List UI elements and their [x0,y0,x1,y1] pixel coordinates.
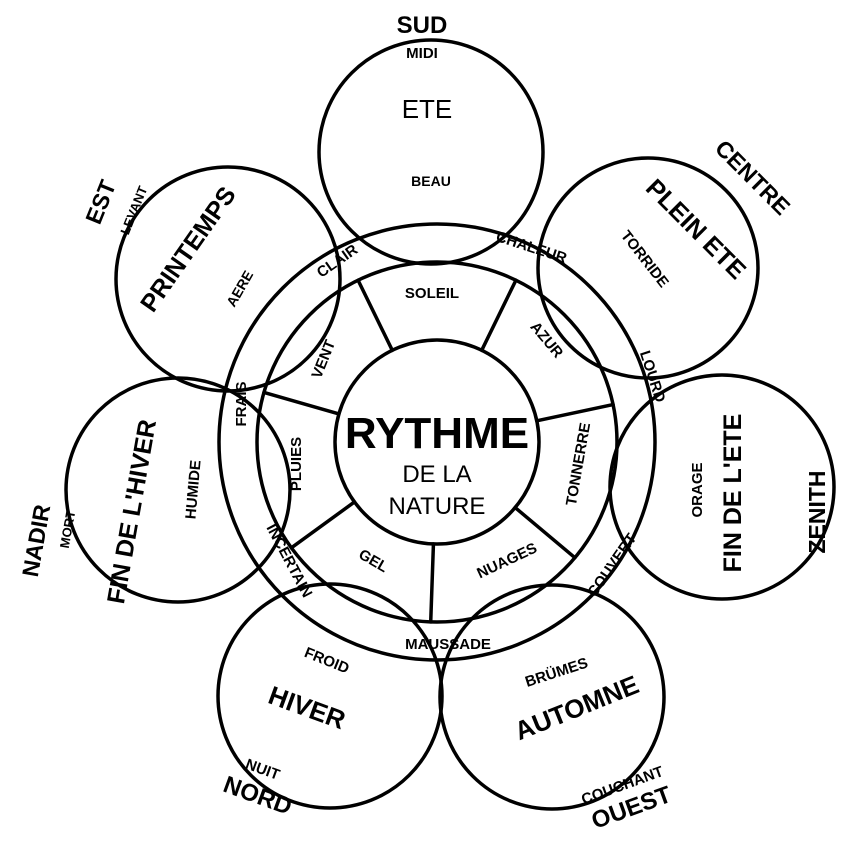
outer-label-maussade: MAUSSADE [405,636,491,653]
outer-label-incertain: INCERTAIN [263,521,316,600]
petal-word-orage: ORAGE [689,462,706,517]
petal-ete [317,38,545,266]
petal-plein-ete [536,156,760,380]
direction-mort: MORT [57,509,78,549]
petal-printemps [114,165,342,393]
petal-word-froid: FROID [302,644,352,677]
direction-centre: CENTRE [710,135,795,220]
inner-label-tonnerre: TONNERRE [563,421,594,507]
inner-divider-3 [513,505,577,560]
inner-label-nuages: NUAGES [474,540,539,583]
center-line-2: DE LA [402,461,471,488]
petal-word-brumes: BRÜMES [523,655,590,691]
middle-ring-outline [255,260,619,624]
inner-divider-5 [289,500,357,550]
petal-word-humide: HUMIDE [182,459,204,519]
direction-midi: MIDI [406,45,438,62]
petal-season-ete: ETE [402,94,453,124]
outer-label-frais: FRAIS [233,382,250,427]
petal-word-aere: AERE [223,268,256,310]
petal-season-hiver: HIVER [265,680,350,735]
inner-label-pluies: PLUIES [288,437,305,491]
direction-zenith: ZENITH [804,470,830,553]
petals [64,38,836,811]
inner-divider-6 [262,390,341,416]
outer-label-chaleur: CHALEUR [494,228,569,267]
direction-sud: SUD [397,12,448,39]
inner-label-gel: GEL [356,546,391,576]
petal-hiver [216,582,444,810]
inner-ring-outline [333,338,541,546]
inner-label-vent: VENT [308,338,339,381]
petal-word-beau: BEAU [411,173,451,189]
petal-word-torride: TORRIDE [617,228,672,291]
petal-season-fin-de-l-ete: FIN DE L'ETE [719,414,747,573]
inner-divider-2 [535,402,615,423]
center-title: RYTHME [345,409,529,458]
outer-ring-outline [217,222,657,662]
petal-season-fin-de-l-hiver: FIN DE L'HIVER [102,417,162,606]
inner-ring-dividers [262,278,615,624]
inner-divider-1 [479,278,518,353]
direction-nord: NORD [220,771,296,821]
direction-levant: LEVANT [117,184,150,237]
inner-divider-4 [428,542,436,624]
petal-fin-de-l-hiver [64,376,292,604]
inner-divider-0 [356,278,395,353]
inner-label-azur: AZUR [527,319,567,362]
direction-est: EST [80,176,121,227]
center-line-3: NATURE [389,493,486,520]
petal-automne [438,583,666,811]
inner-label-soleil: SOLEIL [405,285,459,302]
direction-nadir: NADIR [17,502,55,579]
outer-label-couvert: COUVERT [584,531,640,601]
